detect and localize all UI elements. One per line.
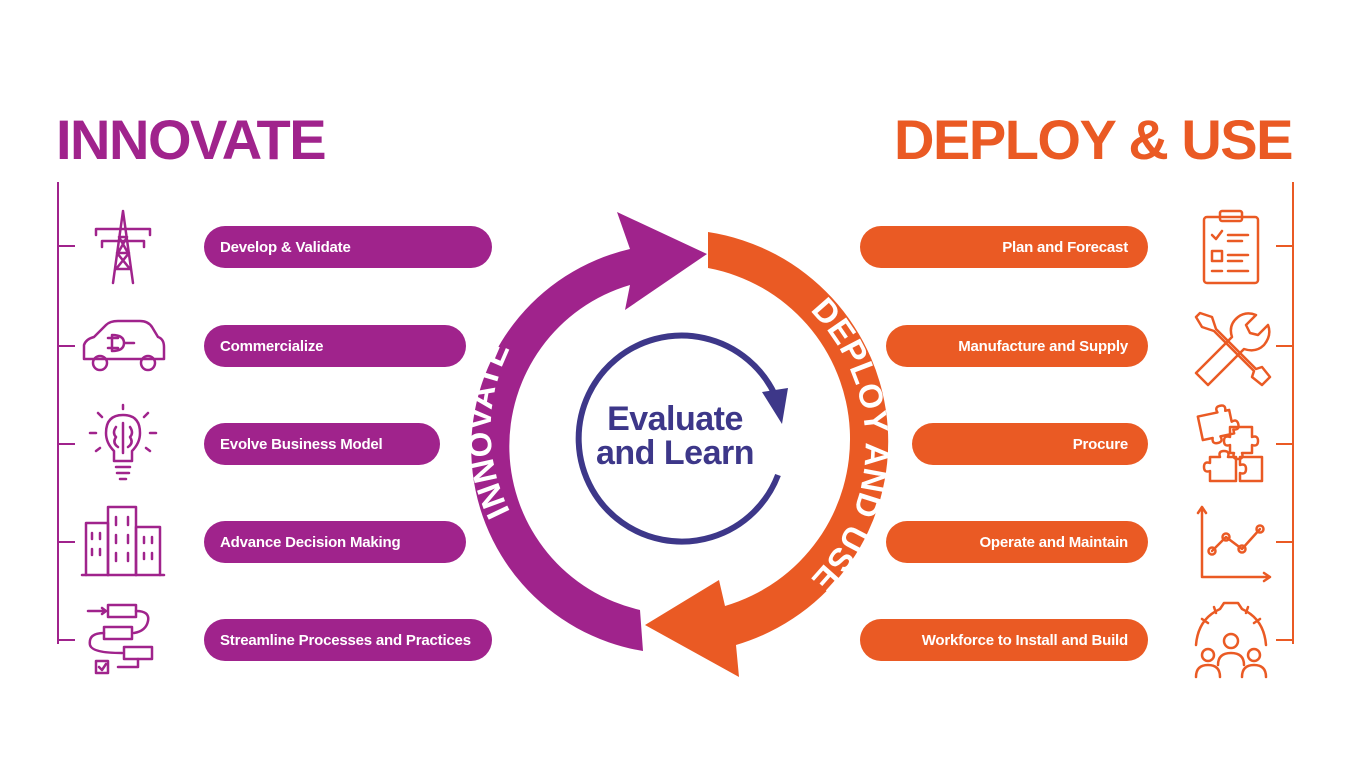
pill-manufacture-supply: Manufacture and Supply xyxy=(886,325,1148,367)
pill-label: Evolve Business Model xyxy=(220,435,383,453)
left-tick xyxy=(57,245,75,247)
lightbulb-brain-icon xyxy=(78,403,168,483)
center-line-1: Evaluate xyxy=(607,400,743,438)
pill-label: Workforce to Install and Build xyxy=(921,631,1128,649)
pill-label: Procure xyxy=(1072,435,1128,453)
innovate-arc-arrow xyxy=(471,212,707,651)
pill-advance-decision-making: Advance Decision Making xyxy=(204,521,466,563)
pill-label: Streamline Processes and Practices xyxy=(220,631,471,649)
puzzle-icon xyxy=(1186,404,1276,485)
right-tick xyxy=(1276,345,1294,347)
left-tick xyxy=(57,443,75,445)
pill-operate-maintain: Operate and Maintain xyxy=(886,521,1148,563)
left-tick xyxy=(57,541,75,543)
process-flow-icon xyxy=(78,601,168,681)
pill-procure: Procure xyxy=(912,423,1148,465)
deploy-arc-arrow xyxy=(645,232,889,677)
right-rail xyxy=(1292,182,1294,644)
left-tick xyxy=(57,639,75,641)
evaluate-circle-arrow xyxy=(575,332,781,545)
pill-label: Develop & Validate xyxy=(220,238,351,256)
pill-label: Advance Decision Making xyxy=(220,533,401,551)
pill-label: Plan and Forecast xyxy=(1002,238,1128,256)
pill-label: Manufacture and Supply xyxy=(958,337,1128,355)
right-tick xyxy=(1276,245,1294,247)
pill-develop-validate: Develop & Validate xyxy=(204,226,492,268)
left-rail xyxy=(57,182,59,644)
buildings-icon xyxy=(78,503,168,583)
right-tick xyxy=(1276,443,1294,445)
pill-evolve-business-model: Evolve Business Model xyxy=(204,423,440,465)
evaluate-arrow-head xyxy=(762,388,788,424)
pill-label: Operate and Maintain xyxy=(979,533,1128,551)
gear-people-icon xyxy=(1186,601,1276,681)
electric-car-icon xyxy=(78,307,168,387)
deploy-use-heading: DEPLOY & USE xyxy=(894,108,1293,171)
pill-plan-forecast: Plan and Forecast xyxy=(860,226,1148,268)
center-label: Evaluate and Learn xyxy=(575,402,775,470)
pill-commercialize: Commercialize xyxy=(204,325,466,367)
center-line-2: and Learn xyxy=(596,434,754,472)
innovate-heading: INNOVATE xyxy=(56,108,327,171)
line-chart-icon xyxy=(1186,503,1276,583)
left-tick xyxy=(57,345,75,347)
pill-workforce-install-build: Workforce to Install and Build xyxy=(860,619,1148,661)
power-tower-icon xyxy=(78,207,168,287)
pill-streamline-processes: Streamline Processes and Practices xyxy=(204,619,492,661)
clipboard-checklist-icon xyxy=(1186,207,1276,287)
right-tick xyxy=(1276,541,1294,543)
pill-label: Commercialize xyxy=(220,337,324,355)
wrench-screwdriver-icon xyxy=(1186,307,1276,387)
right-tick xyxy=(1276,639,1294,641)
